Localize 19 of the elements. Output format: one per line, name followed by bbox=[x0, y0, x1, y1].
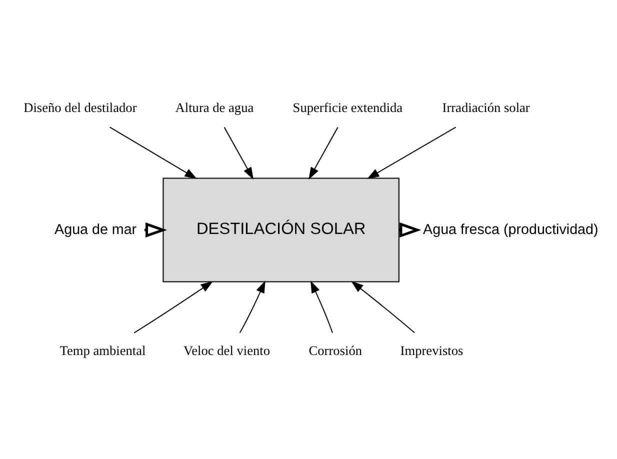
node-text: Superficie extendida bbox=[292, 100, 403, 115]
node-box: DESTILACIÓN SOLAR bbox=[162, 177, 400, 282]
arrow bbox=[366, 126, 456, 178]
node-text: Diseño del destilador bbox=[24, 100, 137, 115]
node-text: Veloc del viento bbox=[184, 342, 270, 358]
arrow bbox=[224, 126, 254, 180]
node-text: Agua de mar bbox=[54, 221, 137, 238]
arrow bbox=[110, 126, 198, 178]
node-text: Imprevistos bbox=[400, 342, 464, 358]
node-text: Agua fresca (productividad) bbox=[423, 221, 598, 238]
node-text: Temp ambiental bbox=[60, 342, 146, 358]
arrow bbox=[310, 280, 333, 332]
arrow bbox=[239, 280, 266, 333]
arrow bbox=[351, 280, 415, 333]
node-text: Irradiación solar bbox=[442, 100, 530, 115]
arrow bbox=[134, 280, 214, 333]
arrow bbox=[308, 126, 338, 180]
node-text: Altura de agua bbox=[175, 100, 254, 115]
node-text: Corrosión bbox=[308, 342, 362, 358]
